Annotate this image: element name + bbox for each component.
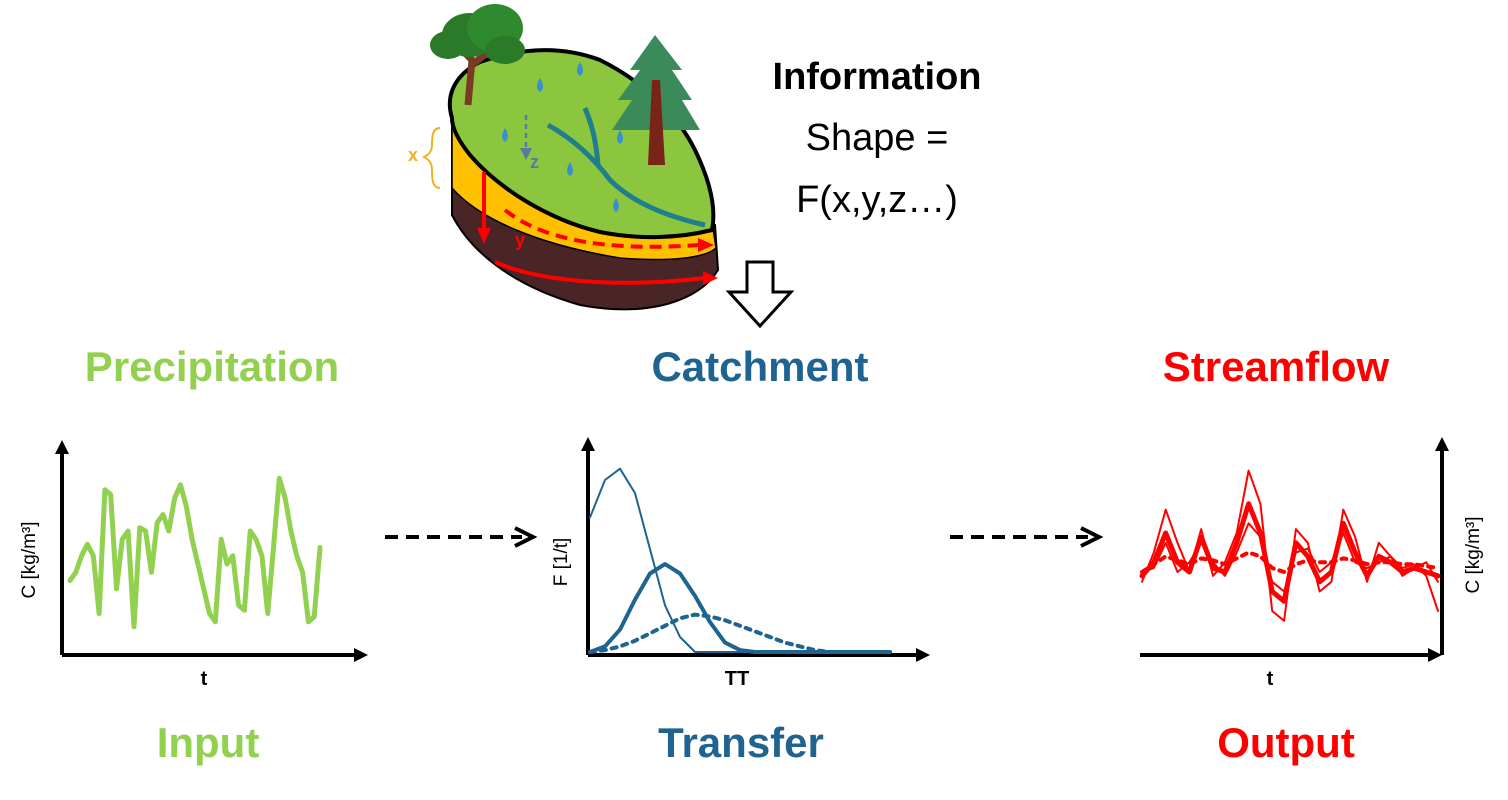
output-chart-y-arrowhead	[1435, 437, 1449, 451]
output-title: Output	[1217, 719, 1355, 766]
output-y-axis-label: C [kg/m³]	[1463, 516, 1484, 594]
catchment-title: Catchment	[651, 343, 869, 390]
subsurface-flow-arrow	[503, 208, 701, 249]
output-series-dotted-3	[1140, 550, 1440, 574]
x-brace	[421, 127, 441, 189]
river-branch	[582, 107, 601, 166]
input-title: Input	[156, 719, 260, 766]
output-x-axis-label: t	[1266, 668, 1274, 690]
transfer-chart-y-arrowhead	[581, 437, 595, 451]
down-hollow-arrow	[725, 260, 795, 329]
output-chart-x-arrowhead	[1428, 648, 1442, 662]
groundwater-flow-arrow	[494, 260, 706, 285]
input-to-transfer-arrow	[385, 526, 538, 548]
output-series-thick-0	[1139, 501, 1441, 604]
info-line-1: Shape =	[805, 117, 949, 159]
input-series-line	[67, 475, 323, 630]
info-title: Information	[772, 56, 982, 98]
conifer-tree-icon	[612, 35, 700, 165]
y-label: y	[515, 230, 526, 250]
output-series-thin-1	[1141, 469, 1439, 622]
input-chart-y-arrowhead	[55, 440, 69, 454]
transfer-x-axis-label: TT	[724, 668, 750, 690]
transfer-y-axis-label: F [1/t]	[551, 537, 572, 587]
input-chart-x-arrowhead	[354, 648, 368, 662]
transfer-series-dotted	[588, 612, 892, 654]
river	[546, 122, 706, 228]
output-series-thin-2	[1141, 522, 1439, 593]
input-x-axis-label: t	[200, 668, 208, 690]
x-label: x	[408, 145, 419, 165]
deciduous-tree-icon	[430, 4, 525, 106]
z-label: z	[530, 152, 539, 172]
raindrop-icons	[502, 62, 623, 212]
info-line-2: F(x,y,z…)	[796, 179, 958, 221]
streamflow-title: Streamflow	[1162, 343, 1390, 390]
transfer-chart-x-arrowhead	[916, 648, 930, 662]
precipitation-title: Precipitation	[84, 343, 340, 390]
transfer-title: Transfer	[658, 719, 824, 766]
input-y-axis-label: C [kg/m³]	[19, 521, 40, 599]
transfer-to-output-arrow	[950, 526, 1104, 548]
